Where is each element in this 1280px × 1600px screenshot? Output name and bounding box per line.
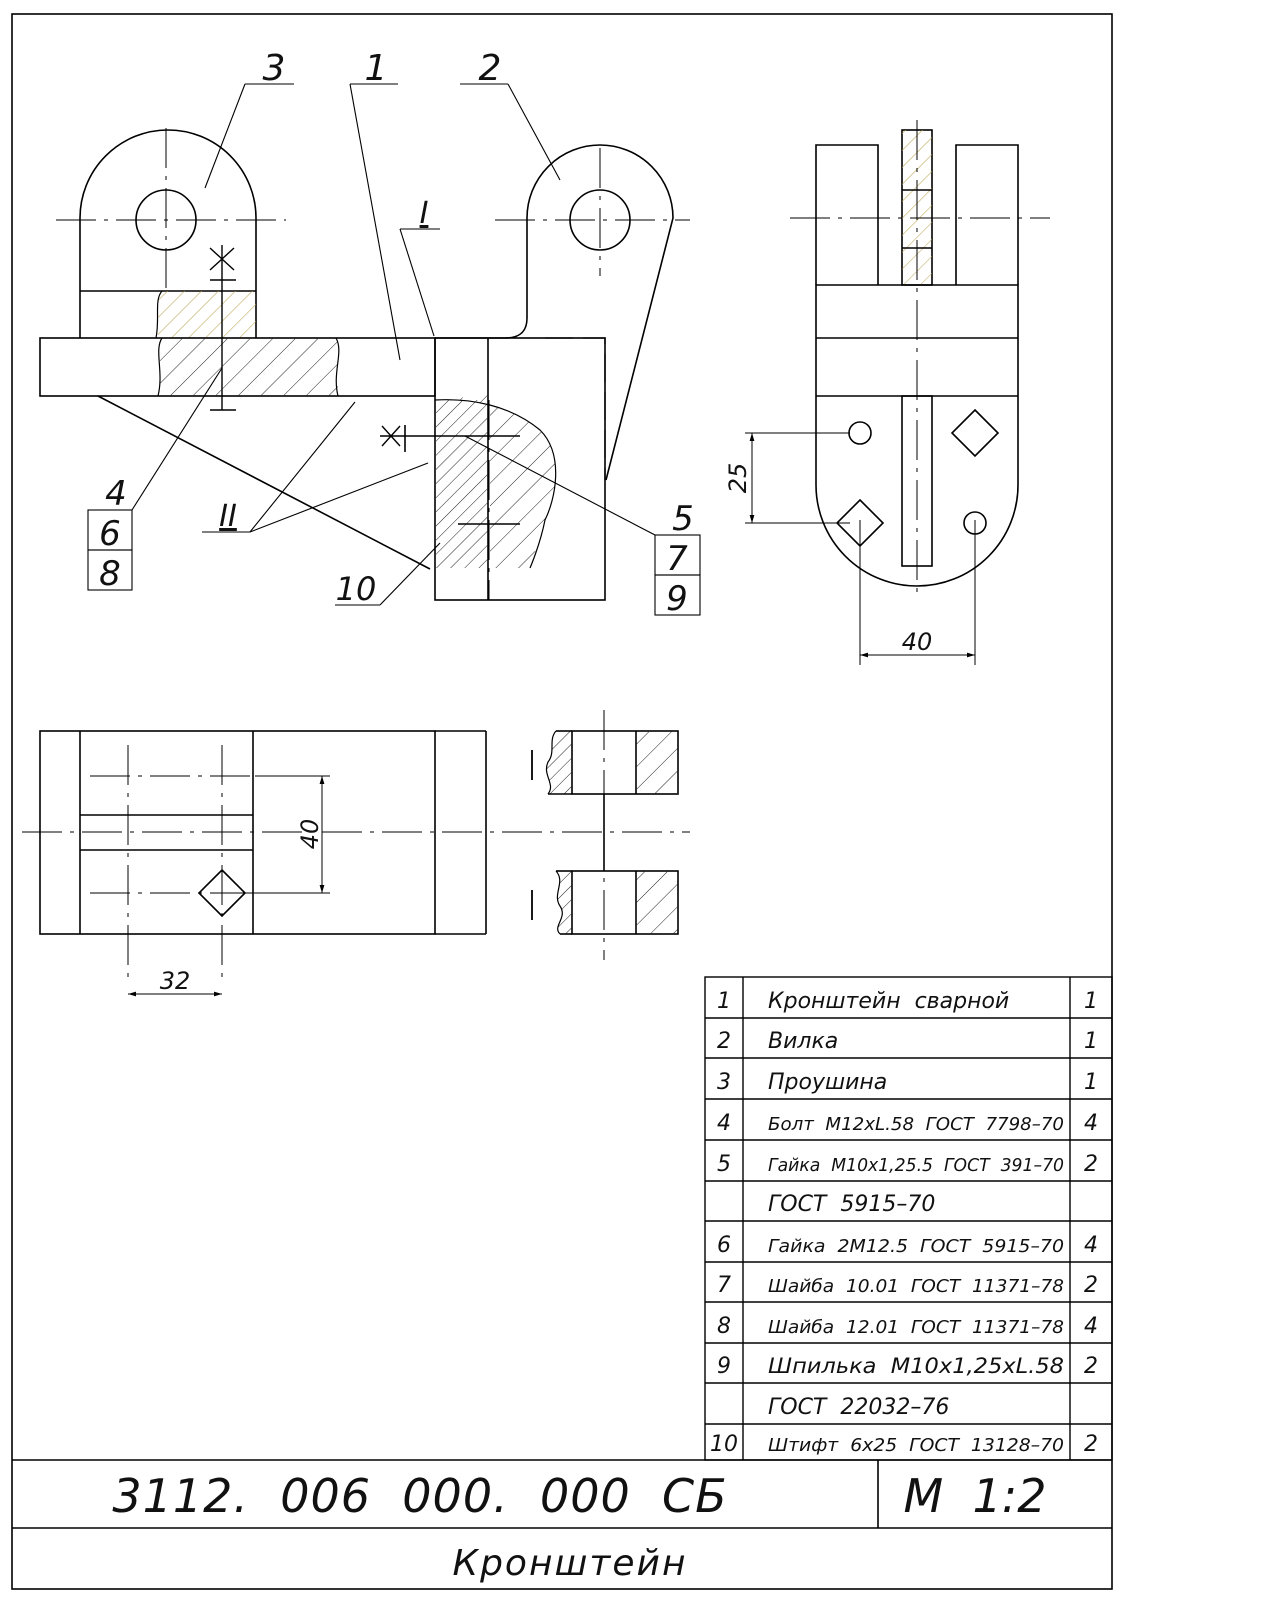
bom-row: 2 Вилка 1	[717, 1029, 1098, 1054]
bom-row: 5 Гайка M10x1,25.5 ГОСТ 391–70 2	[717, 1152, 1098, 1177]
section-mark-1: I	[420, 196, 429, 231]
bom-pos: 4	[717, 1111, 731, 1136]
bom-name: ГОСТ 22032–76	[768, 1395, 949, 1420]
bom-table	[704, 976, 1113, 1461]
bom-qty: 1	[1084, 989, 1098, 1014]
bom-pos: 10	[710, 1432, 738, 1457]
bom-row: 9 Шпилька M10x1,25xL.58 2	[717, 1354, 1098, 1379]
side-dimensions	[745, 432, 976, 665]
bom-qty: 2	[1084, 1354, 1098, 1379]
bom-name: Шайба 12.01 ГОСТ 11371–78	[768, 1317, 1064, 1338]
leader-2: 2	[479, 48, 502, 89]
bom-name: Шпилька M10x1,25xL.58	[768, 1354, 1064, 1378]
bom-qty: 4	[1084, 1314, 1098, 1339]
dimension-25: 25	[724, 463, 752, 494]
section-mark-2: II	[219, 499, 237, 534]
bom-rows: 1 Кронштейн сварной 1 2 Вилка 1 3 Проуши…	[710, 989, 1098, 1457]
bom-name: Вилка	[768, 1029, 838, 1054]
bom-qty: 1	[1084, 1070, 1098, 1095]
leader-9: 9	[666, 579, 688, 619]
bom-row: 4 Болт M12xL.58 ГОСТ 7798–70 4	[717, 1111, 1098, 1136]
bom-pos: 3	[717, 1070, 731, 1095]
bom-pos: 2	[717, 1029, 731, 1054]
leader-1: 1	[365, 48, 388, 89]
bom-row: 1 Кронштейн сварной 1	[717, 989, 1098, 1014]
leader-8: 8	[99, 554, 121, 594]
bom-name: Кронштейн сварной	[768, 989, 1009, 1014]
leader-3: 3	[263, 48, 286, 89]
bom-pos: 9	[717, 1354, 731, 1379]
dimension-40-plan: 40	[296, 819, 324, 850]
bom-name: Гайка M10x1,25.5 ГОСТ 391–70	[768, 1155, 1064, 1176]
bom-row: 7 Шайба 10.01 ГОСТ 11371–78 2	[717, 1273, 1098, 1298]
dimension-32: 32	[160, 967, 191, 995]
bom-pos: 6	[717, 1233, 731, 1258]
bom-name: Болт M12xL.58 ГОСТ 7798–70	[768, 1114, 1064, 1135]
plan-centerlines	[22, 710, 690, 985]
front-centerlines	[56, 128, 690, 600]
leader-5: 5	[672, 499, 694, 539]
bom-pos: 1	[717, 989, 731, 1014]
bom-row: 3 Проушина 1	[717, 1070, 1098, 1095]
leader-10: 10	[336, 570, 377, 608]
bom-pos: 7	[717, 1273, 731, 1298]
bom-pos: 8	[717, 1314, 731, 1339]
drawing-scale: М 1:2	[904, 1469, 1047, 1523]
bom-qty: 1	[1084, 1029, 1098, 1054]
front-leaders	[87, 83, 701, 616]
bom-row: ГОСТ 22032–76	[768, 1395, 949, 1420]
leader-6: 6	[99, 514, 121, 554]
bom-row: 10 Штифт 6x25 ГОСТ 13128–70 2	[710, 1432, 1098, 1457]
bom-row: 8 Шайба 12.01 ГОСТ 11371–78 4	[717, 1314, 1098, 1339]
front-view	[39, 129, 674, 601]
bom-name: Шайба 10.01 ГОСТ 11371–78	[768, 1276, 1064, 1297]
bom-name: Штифт 6x25 ГОСТ 13128–70	[768, 1435, 1064, 1456]
drawing-name: Кронштейн	[453, 1543, 688, 1584]
plan-dimensions	[128, 775, 330, 997]
bom-name: Проушина	[768, 1070, 887, 1095]
bom-qty: 4	[1084, 1233, 1098, 1258]
bom-qty: 2	[1084, 1273, 1098, 1298]
bom-qty: 2	[1084, 1152, 1098, 1177]
leader-4: 4	[105, 474, 127, 514]
bom-row: 6 Гайка 2M12.5 ГОСТ 5915–70 4	[717, 1233, 1098, 1258]
dimension-40-side: 40	[902, 628, 933, 656]
title-block	[12, 1459, 1112, 1529]
leader-7: 7	[666, 539, 688, 579]
side-centerlines	[790, 120, 1050, 600]
bom-row: ГОСТ 5915–70	[768, 1192, 935, 1217]
bom-qty: 2	[1084, 1432, 1098, 1457]
sheet-frame	[11, 13, 1113, 1590]
bom-pos: 5	[717, 1152, 731, 1177]
bom-name: Гайка 2M12.5 ГОСТ 5915–70	[768, 1236, 1064, 1257]
front-leader-labels: 3 1 2 I 4 6 8 II 10 5 7 9	[99, 48, 694, 619]
bom-qty: 4	[1084, 1111, 1098, 1136]
bom-name: ГОСТ 5915–70	[768, 1192, 935, 1217]
drawing-designation: 3112. 006 000. 000 СБ	[112, 1469, 727, 1523]
